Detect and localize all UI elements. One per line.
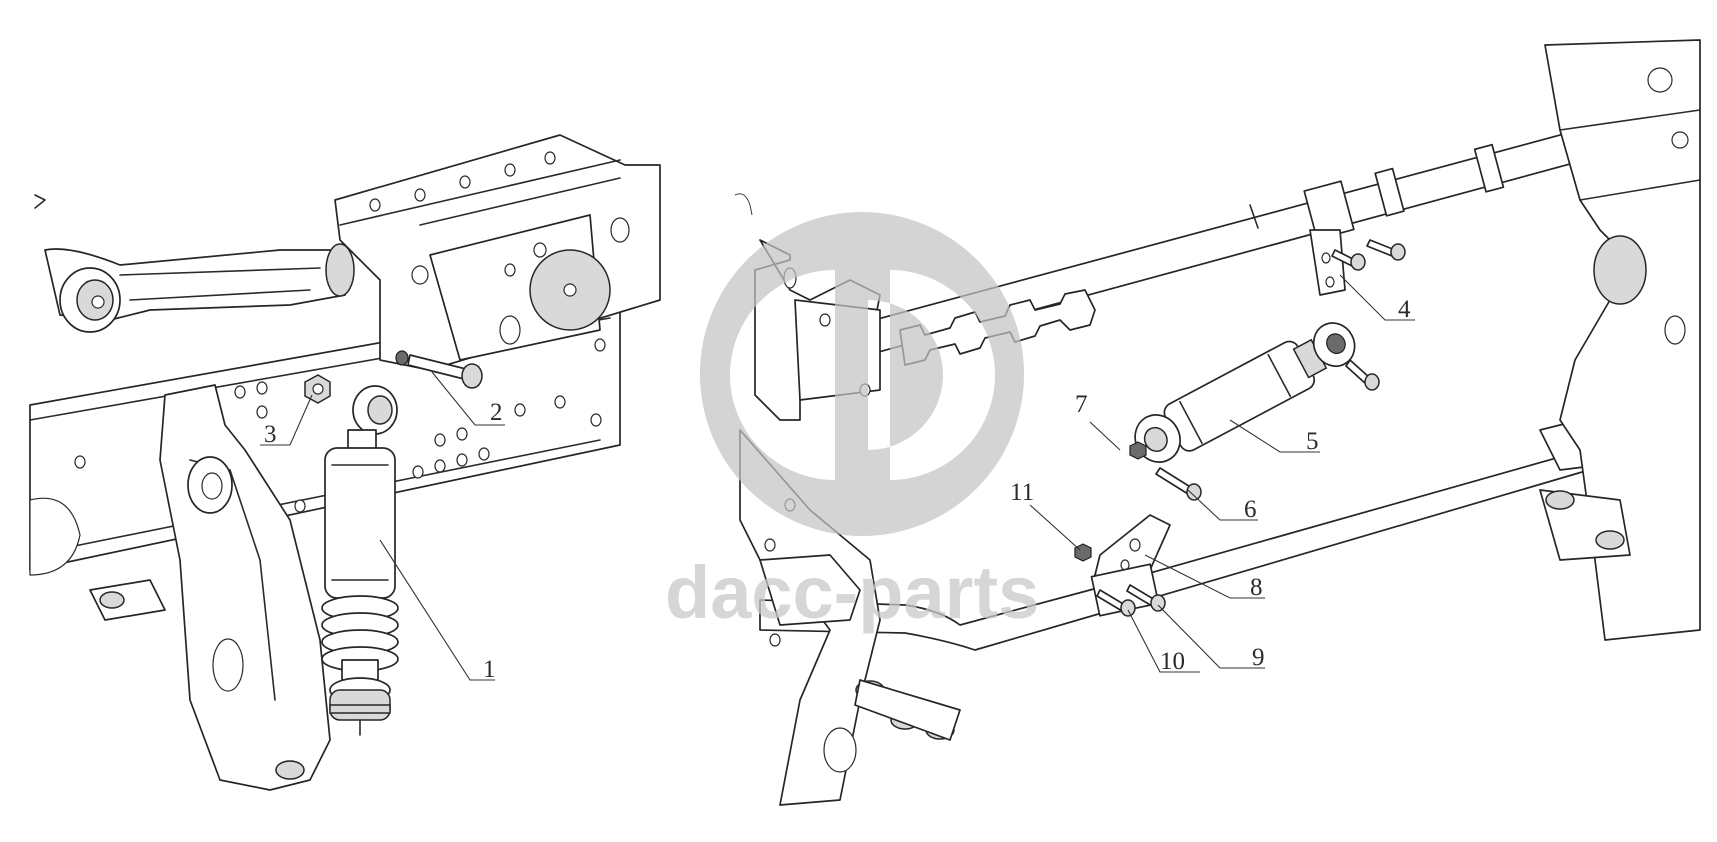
callout-1: 1 — [483, 656, 496, 683]
bracket-foot — [89, 579, 166, 621]
callout-4: 4 — [1398, 296, 1411, 323]
shock-absorber-1 — [321, 385, 399, 736]
bolts-4 — [1331, 239, 1406, 271]
right-assembly — [734, 39, 1701, 806]
callout-7: 7 — [1075, 391, 1088, 418]
watermark-text: dacc-parts — [665, 551, 1039, 634]
bolt-top — [1345, 359, 1380, 391]
bolt-2 — [395, 350, 483, 389]
callout-leaders — [260, 274, 1415, 681]
callout-8: 8 — [1250, 574, 1263, 601]
nut-7 — [1129, 441, 1147, 460]
nut-11 — [1074, 543, 1092, 562]
callout-5: 5 — [1306, 428, 1319, 455]
watermark-logo — [699, 211, 1025, 536]
callout-labels: 1 2 3 4 5 6 7 8 9 10 11 — [264, 296, 1411, 683]
arrow-mark — [34, 194, 46, 209]
right-bushing — [1593, 235, 1647, 305]
nut-3 — [304, 374, 331, 404]
right-frame-bracket — [1544, 39, 1701, 641]
arm-pivot — [325, 243, 355, 297]
callout-3: 3 — [264, 421, 277, 448]
callout-9: 9 — [1252, 644, 1265, 671]
callout-2: 2 — [490, 399, 503, 426]
shock-absorber-5 — [1134, 322, 1356, 463]
watermark: dacc-parts — [665, 211, 1039, 634]
rail-holes — [74, 381, 602, 513]
arm-bushing — [59, 267, 121, 333]
left-assembly — [29, 134, 661, 791]
callout-10: 10 — [1160, 648, 1185, 675]
callout-6: 6 — [1244, 496, 1257, 523]
bolts-9-10 — [1096, 584, 1166, 617]
callout-11: 11 — [1010, 479, 1034, 506]
bolt-6 — [1155, 467, 1202, 501]
rail-large-hole — [29, 497, 81, 576]
